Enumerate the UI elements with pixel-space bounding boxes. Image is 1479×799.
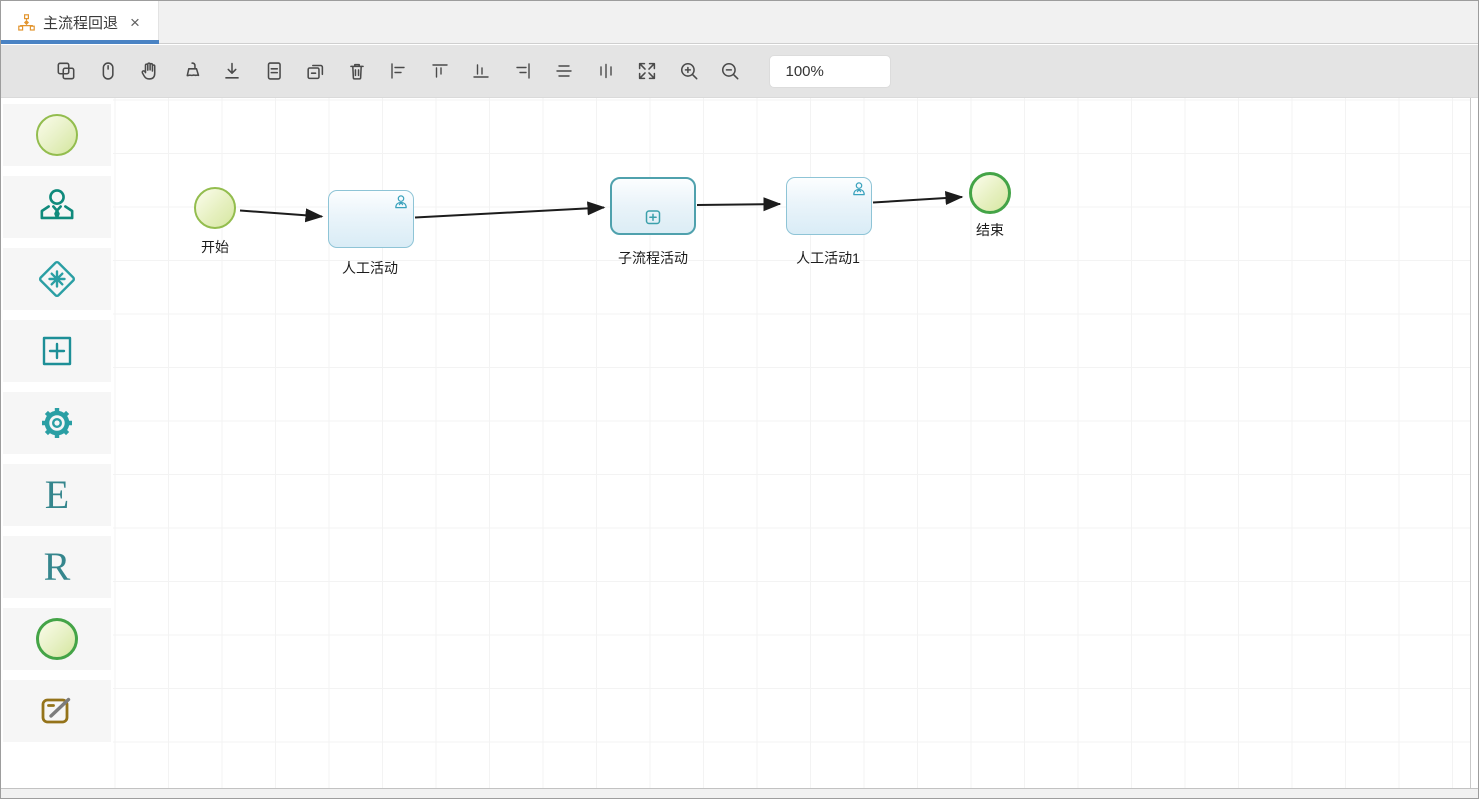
node-label-user-task-1[interactable]: 人工活动 bbox=[342, 260, 398, 276]
zoom-out-icon[interactable] bbox=[716, 57, 744, 85]
workflow-icon bbox=[18, 14, 35, 31]
palette-item-end-event[interactable] bbox=[3, 608, 111, 670]
tab-close-icon[interactable]: × bbox=[130, 13, 140, 32]
palette-item-gateway[interactable] bbox=[3, 248, 111, 310]
palette-item-service-task[interactable] bbox=[3, 392, 111, 454]
hand-pan-icon[interactable] bbox=[135, 57, 163, 85]
subprocess-plus-icon[interactable] bbox=[645, 210, 661, 230]
edit-icon bbox=[41, 697, 71, 724]
clear-canvas-icon[interactable] bbox=[177, 57, 205, 85]
align-center-horizontal-icon[interactable] bbox=[550, 57, 578, 85]
zoom-in-icon[interactable] bbox=[675, 57, 703, 85]
delete-icon[interactable] bbox=[343, 57, 371, 85]
node-end-event[interactable] bbox=[969, 172, 1011, 214]
multi-select-icon[interactable] bbox=[52, 57, 80, 85]
gear-icon bbox=[42, 408, 72, 438]
palette-item-r-node[interactable]: R bbox=[3, 536, 111, 598]
tab-main-process[interactable]: 主流程回退 × bbox=[1, 1, 159, 44]
palette-item-e-node[interactable]: E bbox=[3, 464, 111, 526]
download-icon[interactable] bbox=[218, 57, 246, 85]
distribute-vertical-icon[interactable] bbox=[592, 57, 620, 85]
node-user-task-2[interactable] bbox=[786, 177, 872, 235]
palette-item-subprocess[interactable] bbox=[3, 320, 111, 382]
start-event-icon bbox=[36, 114, 78, 156]
active-tab-indicator bbox=[1, 40, 159, 44]
node-label-user-task-2[interactable]: 人工活动1 bbox=[796, 250, 860, 266]
fit-view-icon[interactable] bbox=[633, 57, 661, 85]
align-right-icon[interactable] bbox=[509, 57, 537, 85]
node-label-subprocess[interactable]: 子流程活动 bbox=[618, 250, 688, 266]
e-glyph: E bbox=[44, 472, 70, 517]
align-bottom-icon[interactable] bbox=[467, 57, 495, 85]
align-top-icon[interactable] bbox=[426, 57, 454, 85]
subprocess-icon bbox=[42, 336, 72, 366]
r-glyph: R bbox=[43, 544, 71, 589]
document-icon[interactable] bbox=[260, 57, 288, 85]
zoom-level-input[interactable] bbox=[768, 54, 891, 88]
toolbar bbox=[1, 45, 1478, 98]
user-task-icon bbox=[851, 181, 867, 202]
node-label-end[interactable]: 结束 bbox=[976, 222, 1004, 238]
mouse-icon[interactable] bbox=[94, 57, 122, 85]
palette-item-annotation[interactable] bbox=[3, 680, 111, 742]
user-icon bbox=[40, 189, 74, 220]
node-start-event[interactable] bbox=[194, 187, 236, 229]
user-task-icon bbox=[393, 194, 409, 215]
gateway-icon bbox=[38, 260, 76, 298]
shape-palette: E R bbox=[3, 98, 113, 788]
node-subprocess[interactable] bbox=[610, 177, 696, 235]
palette-item-user-task[interactable] bbox=[3, 176, 111, 238]
end-event-icon bbox=[36, 618, 78, 660]
tab-bar: 主流程回退 × bbox=[1, 1, 1478, 44]
tab-title: 主流程回退 bbox=[43, 15, 119, 32]
horizontal-scrollbar[interactable] bbox=[1, 788, 1478, 798]
duplicate-icon[interactable] bbox=[301, 57, 329, 85]
node-user-task-1[interactable] bbox=[328, 190, 414, 248]
node-label-start[interactable]: 开始 bbox=[201, 239, 229, 255]
palette-item-start-event[interactable] bbox=[3, 104, 111, 166]
align-left-icon[interactable] bbox=[384, 57, 412, 85]
